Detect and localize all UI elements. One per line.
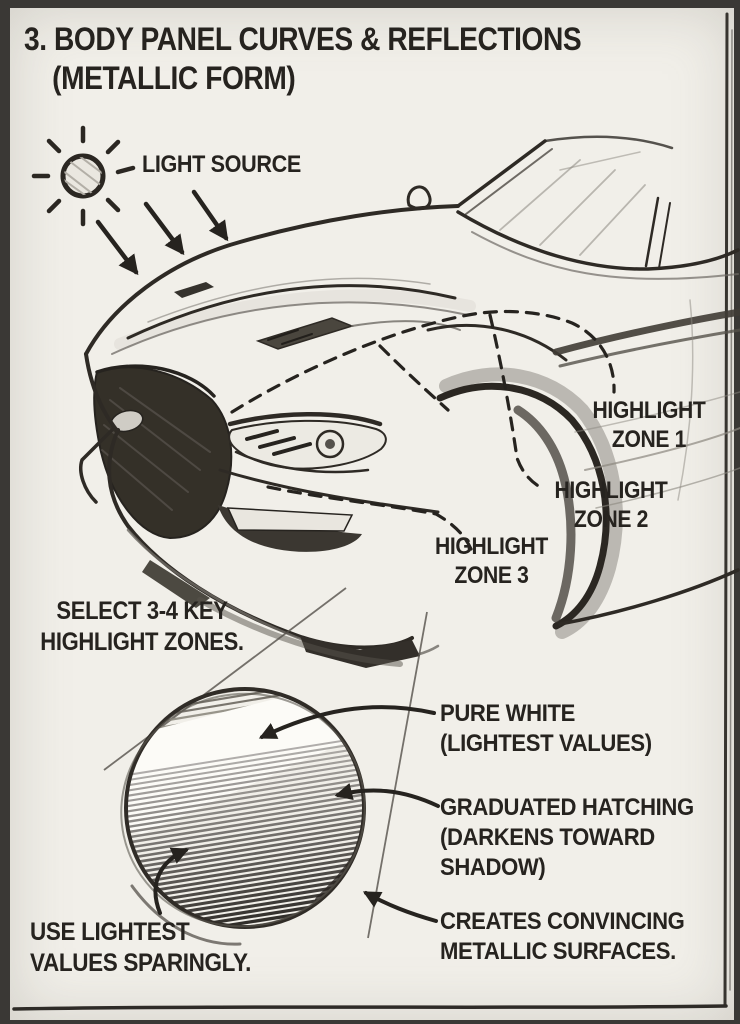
graduated-hatching-arrow	[334, 783, 440, 808]
callout-arrows	[153, 705, 440, 923]
body-side-lines	[552, 299, 740, 626]
headlight	[227, 412, 387, 474]
car-sketch	[79, 135, 740, 668]
grille	[84, 352, 233, 540]
highlight-zone-1-label: HIGHLIGHT ZONE 1	[592, 397, 706, 453]
page-border-lines	[12, 12, 733, 1011]
pure-white-note: PURE WHITE (LIGHTEST VALUES)	[440, 700, 652, 757]
highlight-zone-dashed-lines	[230, 309, 616, 551]
lightest-values-arrow	[153, 847, 190, 915]
lightest-values-note: USE LIGHTEST VALUES SPARINGLY.	[30, 918, 252, 977]
detail-sphere	[120, 687, 366, 946]
light-source-label: LIGHT SOURCE	[142, 151, 301, 178]
graduated-hatching-note: GRADUATED HATCHING (DARKENS TOWARD SHADO…	[440, 794, 694, 881]
select-zones-note: SELECT 3-4 KEY HIGHLIGHT ZONES.	[40, 597, 244, 656]
hood-lines	[84, 204, 469, 356]
page-title: 3. BODY PANEL CURVES & REFLECTIONS (META…	[24, 20, 582, 98]
title-line-1: 3. BODY PANEL CURVES & REFLECTIONS	[24, 21, 582, 57]
metallic-surfaces-arrow	[362, 891, 438, 923]
highlight-zone-3-label: HIGHLIGHT ZONE 3	[435, 533, 548, 589]
metallic-surfaces-note: CREATES CONVINCING METALLIC SURFACES.	[440, 908, 685, 965]
front-bumper	[79, 428, 440, 668]
pure-white-arrow	[258, 705, 436, 739]
sun-icon	[31, 125, 136, 227]
light-ray-arrows	[95, 189, 229, 276]
windshield-lines	[406, 135, 740, 280]
title-line-2: (METALLIC FORM)	[52, 60, 296, 96]
highlight-zone-2-label: HIGHLIGHT ZONE 2	[554, 477, 668, 533]
